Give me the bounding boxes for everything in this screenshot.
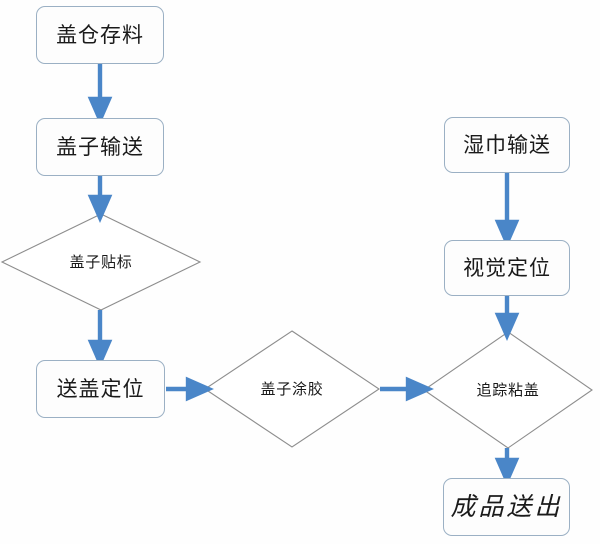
node-lid-conveying[interactable]: 盖子输送 [36, 118, 164, 176]
node-finished-out-label: 成品送出 [450, 493, 563, 521]
node-wipe-conveying-label: 湿巾输送 [463, 133, 551, 157]
node-lid-conveying-label: 盖子输送 [56, 135, 144, 159]
node-lid-labeling-label: 盖子贴标 [69, 253, 133, 271]
node-track-capping[interactable]: 追踪粘盖 [424, 366, 592, 414]
node-lid-storage[interactable]: 盖仓存料 [36, 6, 164, 64]
node-vision-locate-label: 视觉定位 [463, 256, 551, 280]
node-lid-feeding[interactable]: 送盖定位 [36, 360, 165, 418]
node-lid-storage-label: 盖仓存料 [56, 23, 144, 47]
node-wipe-conveying[interactable]: 湿巾输送 [444, 117, 570, 173]
node-track-capping-label: 追踪粘盖 [476, 381, 540, 399]
node-lid-labeling[interactable]: 盖子贴标 [2, 238, 200, 286]
node-vision-locate[interactable]: 视觉定位 [444, 240, 570, 296]
node-lid-gluing-label: 盖子涂胶 [260, 380, 324, 398]
node-lid-feeding-label: 送盖定位 [56, 377, 145, 401]
node-finished-out[interactable]: 成品送出 [443, 478, 570, 536]
node-lid-gluing[interactable]: 盖子涂胶 [205, 365, 379, 413]
